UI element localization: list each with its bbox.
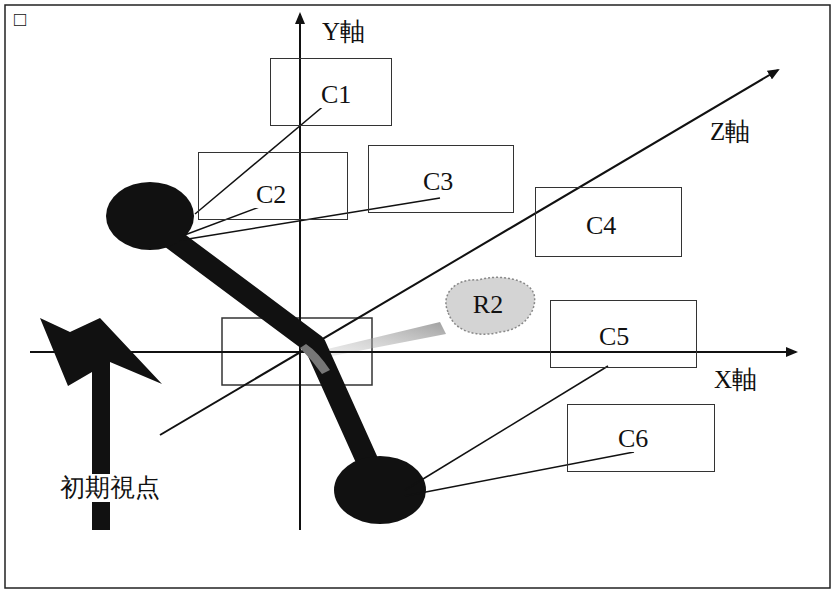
frame <box>5 5 830 588</box>
viewpoint-arrow <box>40 318 162 530</box>
camera-box: C5 <box>550 300 697 368</box>
camera-box: C4 <box>535 187 682 257</box>
camera-label: C5 <box>597 323 631 350</box>
axis-label: X軸 <box>712 366 759 394</box>
camera-label: C3 <box>421 168 455 195</box>
camera-label: C6 <box>616 425 650 452</box>
camera-box: C2 <box>198 152 348 220</box>
arm-shade <box>300 344 330 374</box>
camera-box: C6 <box>567 404 715 472</box>
leader-line <box>182 206 262 236</box>
z-axis <box>160 70 778 435</box>
region-blob: R2 <box>438 272 538 338</box>
viewpoint-label: 初期視点 <box>58 474 162 502</box>
region-label: R2 <box>471 291 505 318</box>
axis-label: Y軸 <box>320 18 367 46</box>
corner-mark: □ <box>12 8 28 30</box>
joint <box>334 456 426 524</box>
leader-line <box>405 452 634 496</box>
joint <box>106 182 194 250</box>
y-axis <box>299 14 301 530</box>
arm <box>150 222 378 485</box>
camera-box: C1 <box>270 58 392 126</box>
camera-label: C1 <box>319 81 353 108</box>
camera-box: C3 <box>368 145 514 213</box>
camera-label: C2 <box>254 181 288 208</box>
camera-label: C4 <box>584 212 618 239</box>
x-axis <box>30 351 796 353</box>
axis-label: Z軸 <box>708 118 752 146</box>
leader-line <box>182 198 440 240</box>
